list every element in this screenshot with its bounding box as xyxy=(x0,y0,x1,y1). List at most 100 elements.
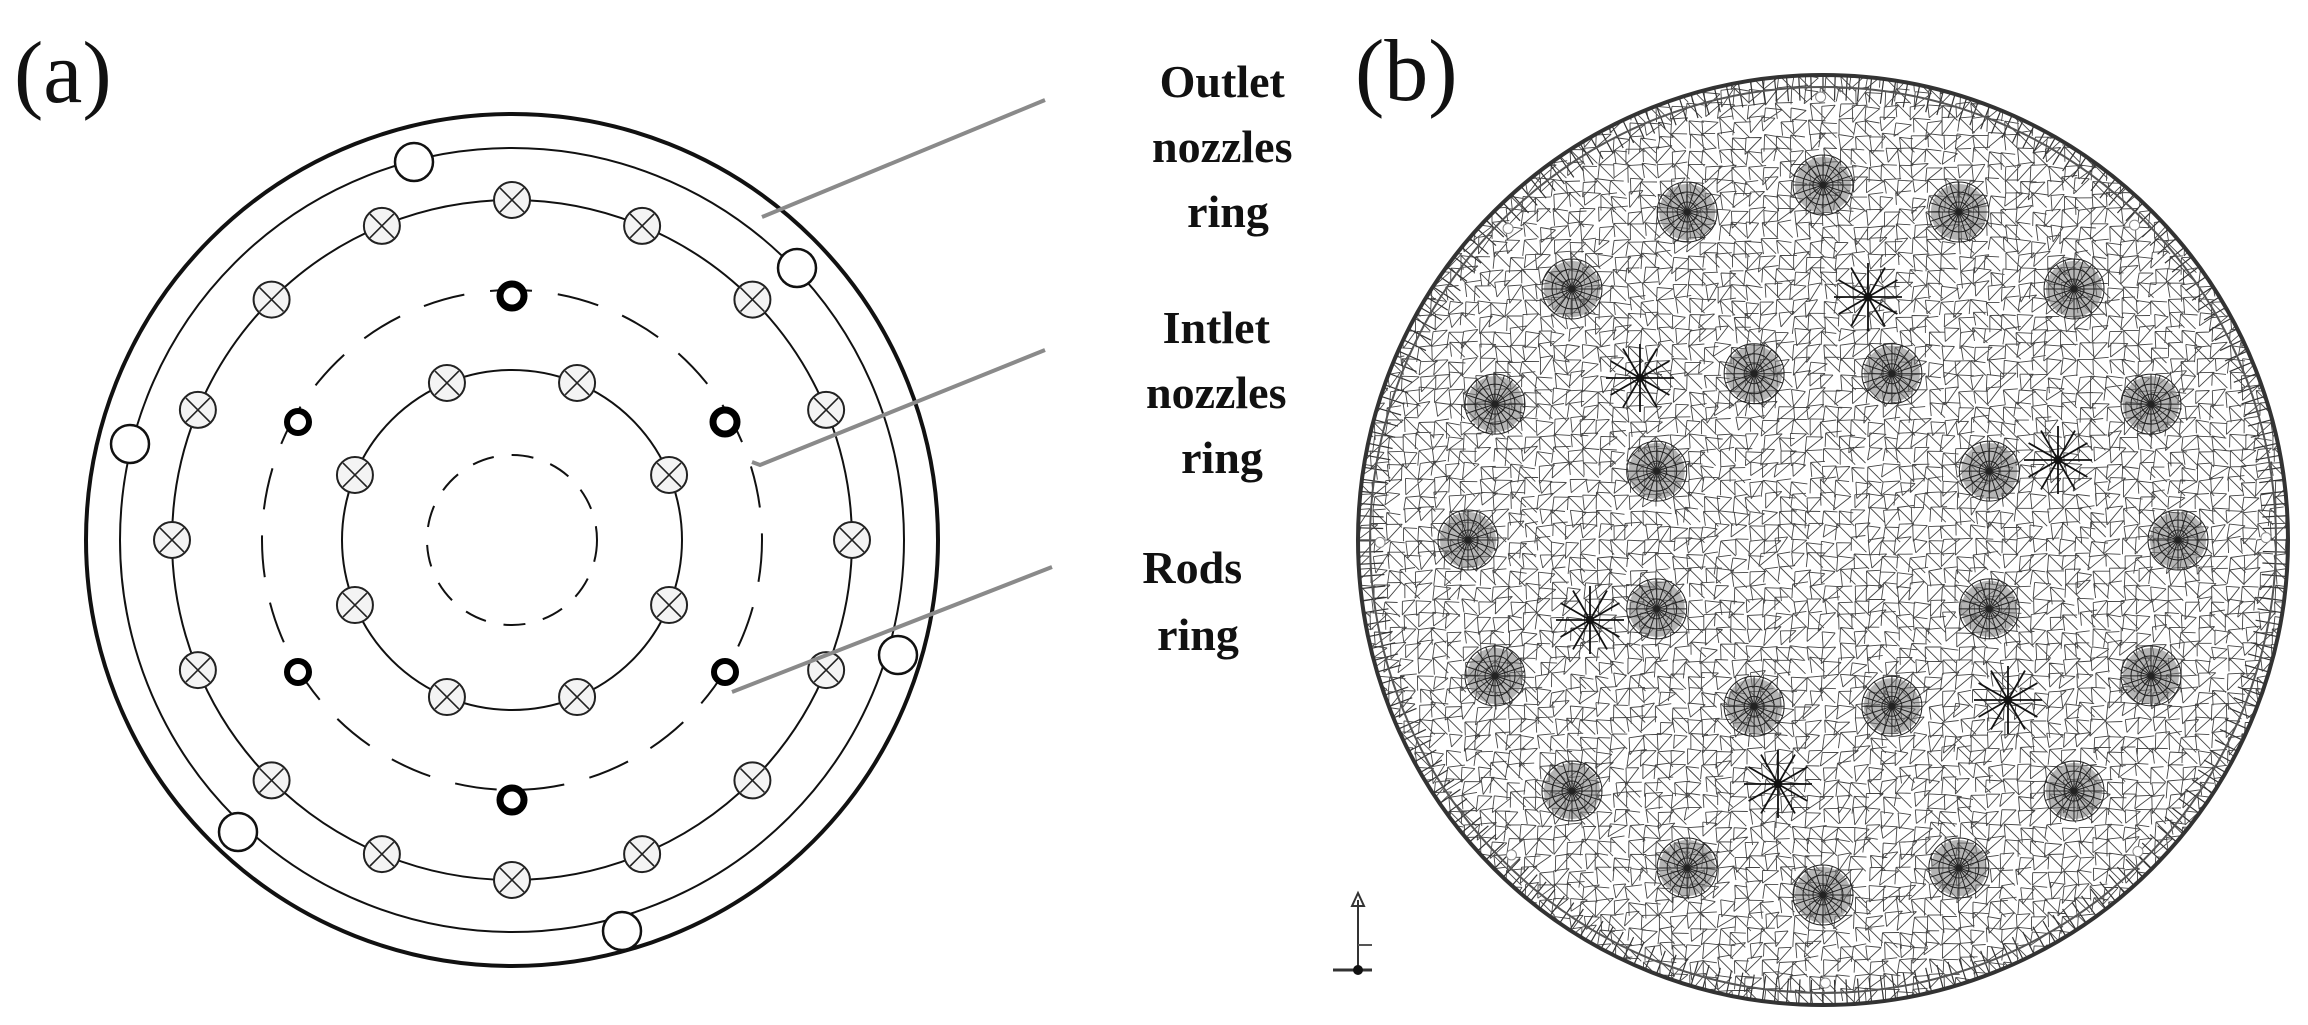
inlet-refinement-star xyxy=(1606,344,1674,412)
refinement-rays xyxy=(2043,760,2105,822)
refinement-ring xyxy=(1561,278,1583,300)
refinement-ring xyxy=(1457,529,1479,551)
rod-refinement-zone xyxy=(1958,578,2020,640)
inlet-nozzle-upper-left xyxy=(284,408,312,436)
rod-refinement-zone xyxy=(1437,509,1499,571)
intlet-nozzles-ring xyxy=(261,289,763,791)
refinement-rays xyxy=(1657,837,1718,899)
rod-refinement-zone xyxy=(1541,258,1603,320)
refinement-rays xyxy=(1724,343,1785,404)
panel-a-label: (a) xyxy=(14,25,112,122)
crossed-circle-icon xyxy=(178,390,217,429)
rod-refinement-zone xyxy=(1861,675,1923,737)
star-rays xyxy=(1556,586,1624,654)
refinement-rays xyxy=(2148,510,2208,570)
refinement-ring xyxy=(1447,519,1489,561)
refinement-rays xyxy=(1793,155,1853,215)
rod-cross xyxy=(499,867,525,893)
refinement-rays xyxy=(1438,510,1498,570)
refinement-ring xyxy=(1802,164,1844,206)
rod-cross xyxy=(656,462,682,488)
rod-cross xyxy=(185,657,211,683)
bold-ring-icon xyxy=(709,406,741,438)
rod-refinement-zone xyxy=(1958,440,2020,502)
refinement-ring xyxy=(1871,353,1913,395)
rod-refinement-zone xyxy=(1626,578,1688,640)
refinement-rays xyxy=(1928,837,1989,899)
star-core xyxy=(1864,293,1872,301)
refinement-ring xyxy=(1812,884,1834,906)
refinement-ring xyxy=(1802,874,1844,916)
mesh-boundary-markers xyxy=(1374,91,2272,989)
crossed-circle-icon xyxy=(153,521,191,559)
refinement-ring xyxy=(2140,665,2162,687)
rod-refinement-zone xyxy=(1656,837,1718,899)
crossed-circle-icon xyxy=(335,586,374,625)
refinement-ring xyxy=(2157,519,2199,561)
refinement-ring xyxy=(1812,174,1834,196)
rod-refinement-zone xyxy=(1792,154,1854,216)
boundary-marker xyxy=(1502,222,1514,234)
crossed-circle-icon xyxy=(650,586,689,625)
refinement-rays xyxy=(1541,258,1603,320)
intlet-leader-line xyxy=(751,348,1046,468)
star-rays xyxy=(1744,750,1812,818)
refinement-ring xyxy=(1656,837,1718,899)
boundary-marker xyxy=(2132,846,2144,858)
refinement-ring xyxy=(1792,154,1854,216)
refinement-ring xyxy=(2120,373,2182,435)
crossed-circle-icon xyxy=(807,390,846,429)
inlet-nozzle-upper-right xyxy=(709,406,741,438)
star-core xyxy=(1774,780,1782,788)
refinement-ring xyxy=(2043,258,2105,320)
boundary-marker xyxy=(1815,91,1827,103)
crossed-circle-icon xyxy=(362,835,401,874)
mesh-boundary-layer xyxy=(1369,86,2277,994)
refinement-ring xyxy=(1968,588,2010,630)
refinement-ring xyxy=(1928,181,1990,243)
refinement-ring xyxy=(2063,780,2085,802)
refinement-ring xyxy=(2140,393,2162,415)
refinement-ring xyxy=(2147,509,2209,571)
rod-cross xyxy=(259,767,285,793)
refinement-ring xyxy=(1968,450,2010,492)
rod-cross xyxy=(159,527,185,553)
rod-cross xyxy=(564,370,590,396)
inlet-nozzles-group xyxy=(284,280,741,816)
rod-refinement-zone xyxy=(2120,645,2182,707)
callout-line: ring xyxy=(1187,186,1269,237)
inlet-nozzle-bottom xyxy=(496,784,528,816)
refinement-ring xyxy=(1978,460,2000,482)
rods-callout: Rods ring xyxy=(1142,542,1253,660)
refinement-ring xyxy=(1978,598,2000,620)
center-dashed-ring xyxy=(426,454,598,626)
rod-refinement-zone xyxy=(1792,864,1854,926)
refinement-rays xyxy=(1793,865,1853,925)
intlet-callout: Intlet nozzles ring xyxy=(1146,302,1298,483)
refinement-ring xyxy=(2053,268,2095,310)
inlet-refinement-star xyxy=(1834,263,1902,331)
refinement-ring xyxy=(1948,857,1970,879)
crossed-circle-icon xyxy=(733,280,772,319)
rod-cross xyxy=(434,370,460,396)
rod-refinement-zone xyxy=(1626,440,1688,502)
crossed-circle-icon xyxy=(178,651,217,690)
refinement-rays xyxy=(1724,676,1785,737)
refinement-ring xyxy=(1871,685,1913,727)
outlet-callout: Outlet nozzles ring xyxy=(1152,56,1304,237)
rod-refinement-zone xyxy=(1541,760,1603,822)
boundary-marker xyxy=(2129,219,2141,231)
refinement-ring xyxy=(1861,675,1923,737)
refinement-ring xyxy=(1723,675,1785,737)
open-circle-icon xyxy=(877,634,919,676)
rod-cross xyxy=(629,841,655,867)
rod-refinement-zone xyxy=(1723,675,1785,737)
refinement-ring xyxy=(1743,363,1765,385)
crossed-circle-icon xyxy=(252,761,291,800)
rod-cross xyxy=(813,657,839,683)
refinement-ring xyxy=(2167,529,2189,551)
refinement-rays xyxy=(1959,441,2020,502)
refinement-rays xyxy=(2120,645,2182,706)
rod-cross xyxy=(342,462,368,488)
outlet-nozzles-group xyxy=(109,141,919,952)
